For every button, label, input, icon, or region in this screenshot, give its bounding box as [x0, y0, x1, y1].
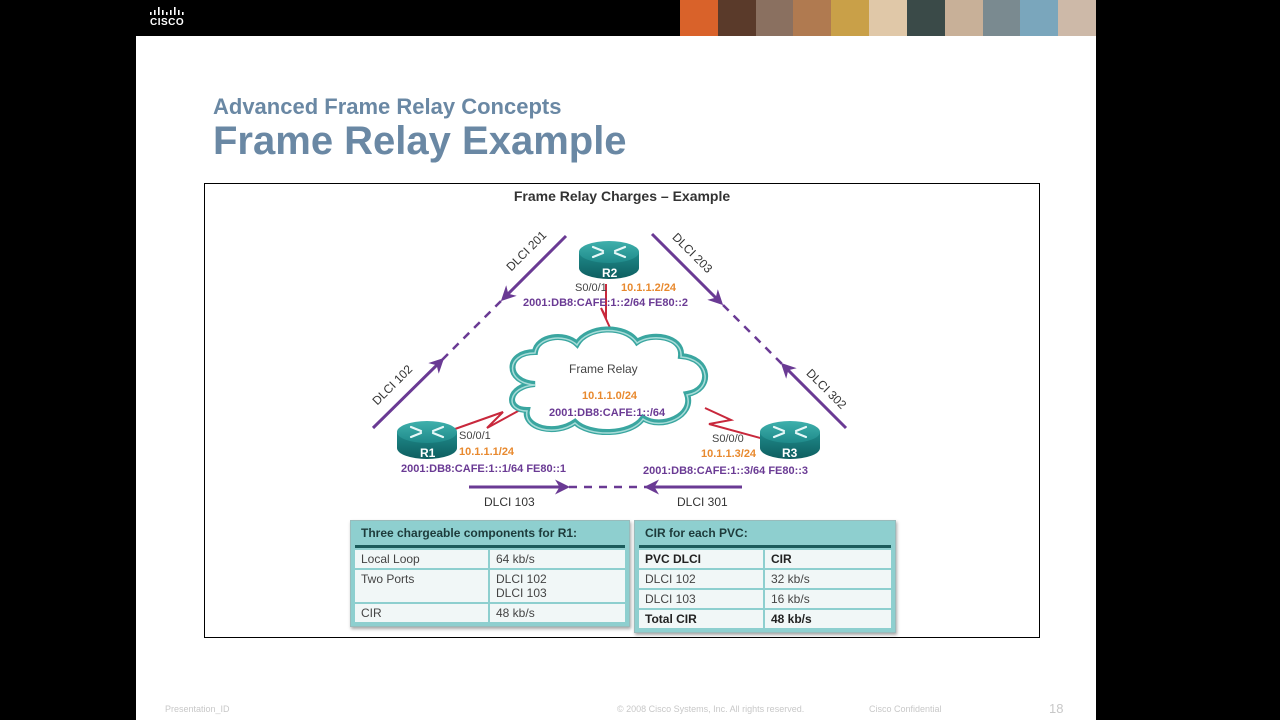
header-photo [944, 0, 983, 36]
r1-charges-heading: Three chargeable components for R1: [355, 524, 625, 548]
cisco-logo-text: CISCO [150, 17, 185, 28]
row-label: Two Ports [355, 570, 490, 602]
slide-subtitle: Advanced Frame Relay Concepts [213, 94, 562, 119]
header-photo [869, 0, 907, 36]
r1-ipv6: 2001:DB8:CAFE:1::1/64 FE80::1 [401, 463, 567, 475]
table-row: CIR 48 kb/s [355, 604, 625, 622]
table-row: Local Loop 64 kb/s [355, 550, 625, 568]
total-label: Total CIR [639, 610, 765, 628]
header-photo [717, 0, 756, 36]
router-r3-name: R3 [782, 446, 798, 460]
row-dlci: DLCI 102 [639, 570, 765, 588]
r3-interface: S0/0/0 [712, 433, 744, 445]
slide-title: Frame Relay Example [213, 119, 627, 163]
table-total-row: Total CIR 48 kb/s [639, 610, 891, 628]
cloud-ipv6: 2001:DB8:CAFE:1::/64 [549, 407, 666, 419]
serial-link-r3 [704, 407, 776, 443]
header-photo [680, 0, 718, 36]
table-row: DLCI 103 16 kb/s [639, 590, 891, 608]
footer-confidential: Cisco Confidential [869, 704, 942, 714]
table-header-row: PVC DLCI CIR [639, 550, 891, 568]
dlci-301-label: DLCI 301 [677, 495, 728, 509]
header-bar: CISCO [136, 0, 1096, 36]
column-header-cir: CIR [765, 550, 891, 568]
header-photo-strip [680, 0, 1096, 36]
row-dlci: DLCI 103 [639, 590, 765, 608]
row-value: DLCI 102 [496, 572, 547, 586]
dlci-103-label: DLCI 103 [484, 495, 535, 509]
cloud-ipv4: 10.1.1.0/24 [582, 390, 638, 402]
row-label: CIR [355, 604, 490, 622]
dlci-302-arrow [780, 362, 848, 430]
r1-interface: S0/0/1 [459, 430, 491, 442]
r2-ipv4: 10.1.1.2/24 [621, 282, 677, 294]
header-photo [831, 0, 870, 36]
row-cir: 32 kb/s [765, 570, 891, 588]
header-photo [982, 0, 1021, 36]
router-r1-name: R1 [420, 446, 436, 460]
router-r1-icon[interactable] [397, 421, 457, 459]
header-photo [755, 0, 794, 36]
header-photo [793, 0, 832, 36]
header-photo [1058, 0, 1096, 36]
total-value: 48 kb/s [765, 610, 891, 628]
page-number: 18 [1049, 701, 1064, 716]
table-row: Two Ports DLCI 102 DLCI 103 [355, 570, 625, 602]
row-value: 48 kb/s [490, 604, 625, 622]
frame-relay-figure: Frame Relay Charges – Example [204, 183, 1040, 638]
dlci-102-arrow [371, 357, 445, 430]
cir-per-pvc-table: CIR for each PVC: PVC DLCI CIR DLCI 102 … [634, 520, 896, 633]
pvc-dashed-left [441, 300, 502, 361]
row-cir: 16 kb/s [765, 590, 891, 608]
router-r2-name: R2 [602, 266, 618, 280]
dlci-201-arrow [500, 234, 568, 302]
cloud-label: Frame Relay [569, 362, 638, 376]
pvc-r2-r3 [650, 232, 848, 430]
r3-ipv6: 2001:DB8:CAFE:1::3/64 FE80::3 [643, 465, 809, 477]
row-label: Local Loop [355, 550, 490, 568]
r1-ipv4: 10.1.1.1/24 [459, 446, 515, 458]
pvc-dashed-right [722, 304, 784, 366]
footer-presentation-id: Presentation_ID [165, 704, 230, 714]
dlci-203-arrow [650, 232, 724, 306]
r2-ipv6: 2001:DB8:CAFE:1::2/64 FE80::2 [523, 297, 689, 309]
row-value-2: DLCI 103 [496, 586, 547, 600]
topology-diagram [371, 232, 848, 495]
r3-ipv4: 10.1.1.3/24 [701, 448, 757, 460]
row-value-multi: DLCI 102 DLCI 103 [490, 570, 625, 602]
header-photo [906, 0, 945, 36]
router-r2-icon[interactable] [579, 241, 639, 279]
header-photo [1020, 0, 1059, 36]
figure-title: Frame Relay Charges – Example [513, 188, 731, 204]
cisco-logo-icon [150, 7, 184, 15]
column-header-pvc-dlci: PVC DLCI [639, 550, 765, 568]
serial-link-r1 [454, 409, 521, 430]
slide: CISCO Advanced Frame Relay Concepts Fram… [136, 0, 1096, 720]
pvc-r1-r2 [371, 234, 568, 430]
r2-interface: S0/0/1 [575, 282, 607, 294]
r1-charges-table: Three chargeable components for R1: Loca… [350, 520, 630, 627]
row-value: 64 kb/s [490, 550, 625, 568]
cir-table-heading: CIR for each PVC: [639, 524, 891, 548]
router-r3-icon[interactable] [760, 421, 820, 459]
footer-copyright: © 2008 Cisco Systems, Inc. All rights re… [617, 704, 805, 714]
table-row: DLCI 102 32 kb/s [639, 570, 891, 588]
